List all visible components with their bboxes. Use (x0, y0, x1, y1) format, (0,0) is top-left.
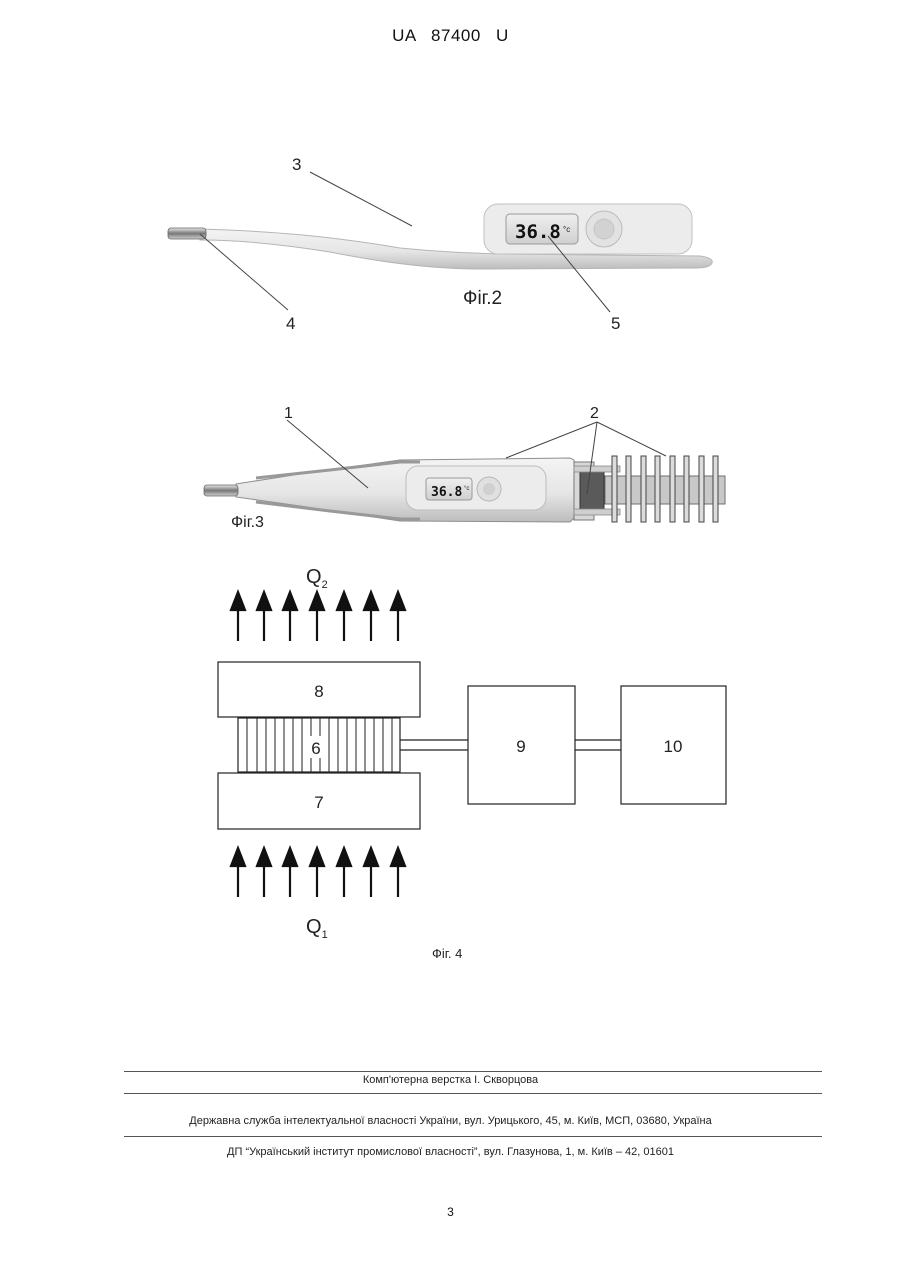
sensor-tip (168, 228, 206, 239)
footer-rule-middle (124, 1093, 822, 1094)
leader-line-2c (597, 422, 666, 456)
figure-4: Q2 8 (218, 566, 726, 961)
figure-4-caption: Фіг. 4 (432, 946, 462, 961)
lcd-reading: 36.8 (431, 485, 462, 500)
leader-line-4 (200, 234, 288, 310)
block-9-label: 9 (516, 737, 525, 756)
agency-address: Державна служба інтелектуальної власност… (0, 1115, 901, 1127)
q2-label: Q2 (306, 566, 328, 591)
leader-line-3 (310, 172, 412, 226)
block-8-label: 8 (314, 682, 323, 701)
block-7-label: 7 (314, 793, 323, 812)
leader-line-2a (506, 422, 597, 458)
page-number: 3 (0, 1205, 901, 1219)
label-3: 3 (292, 155, 301, 174)
footer-rule-top (124, 1071, 822, 1072)
label-1: 1 (284, 405, 293, 422)
label-2: 2 (590, 405, 599, 422)
q1-label: Q1 (306, 916, 328, 941)
block-6-label: 6 (311, 739, 320, 758)
figure-3-caption: Фіг.3 (231, 514, 264, 531)
power-button-inner (594, 219, 614, 239)
label-5: 5 (611, 314, 620, 333)
lcd-reading: 36.8 (515, 221, 561, 243)
lcd-unit: °c (563, 225, 570, 234)
label-4: 4 (286, 314, 295, 333)
layout-credit: Комп'ютерна верстка І. Скворцова (0, 1074, 901, 1086)
thermoelectric-module (580, 470, 604, 510)
power-button-inner (483, 483, 495, 495)
block-10-label: 10 (664, 737, 683, 756)
radiator-base (605, 476, 725, 504)
figure-2-caption: Фіг.2 (463, 288, 502, 309)
institute-address: ДП “Український інститут промислової вла… (0, 1146, 901, 1158)
heat-out-arrows (231, 592, 405, 641)
heat-in-arrows (231, 848, 405, 897)
sensor-tip (204, 485, 238, 496)
lcd-unit: °c (464, 486, 469, 492)
footer-rule-bottom (124, 1136, 822, 1137)
figure-3: 36.8 °c 1 2 Фіг.3 (204, 405, 725, 531)
figure-2: 36.8 °c 3 4 5 Фіг.2 (168, 155, 712, 333)
